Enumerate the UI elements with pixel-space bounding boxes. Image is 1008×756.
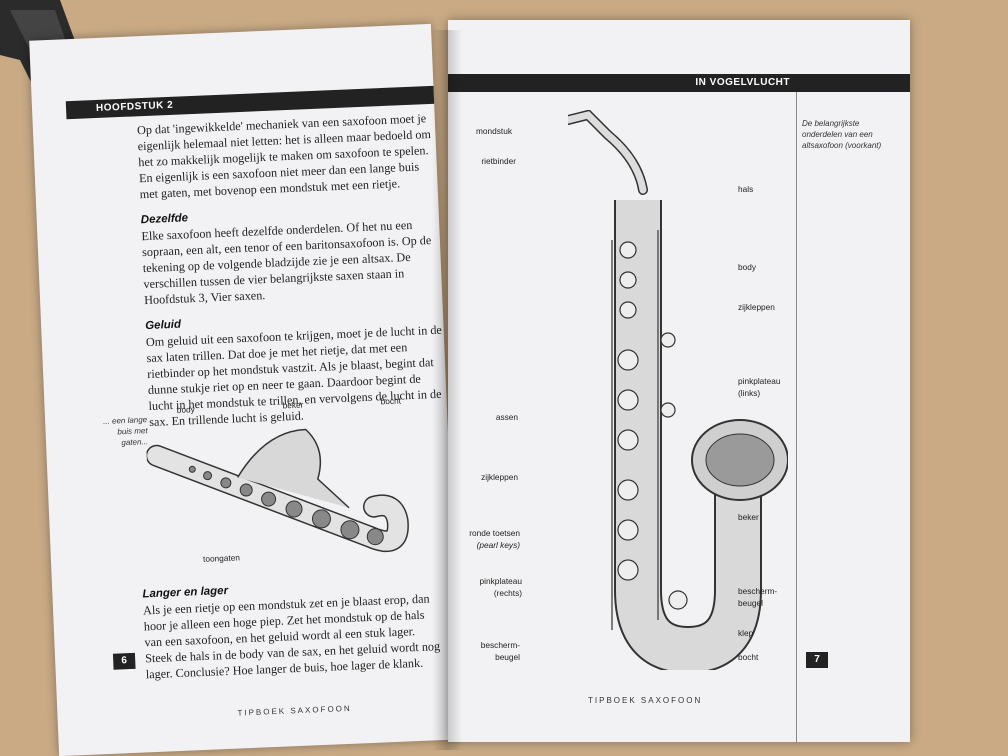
left-body-text: Op dat 'ingewikkelde' mechaniek van een … (137, 110, 448, 430)
page-footer: TIPBOEK SAXOFOON (237, 703, 352, 718)
label-zijkleppen-left: zijkleppen (481, 472, 518, 482)
label-beker: beker (282, 399, 304, 411)
intro-paragraph: Op dat 'ingewikkelde' mechaniek van een … (136, 111, 432, 202)
label-links: (links) (738, 388, 761, 398)
label-pearl-keys: (pearl keys) (476, 540, 520, 550)
label-mondstuk: mondstuk (476, 126, 512, 136)
label-hals: hals (738, 184, 754, 194)
tube-illustration (145, 428, 409, 553)
label-beschermbeugel-right: bescherm- (738, 586, 778, 596)
label-klep: klep (738, 628, 754, 638)
book-gutter (432, 30, 462, 750)
label-body-right: body (738, 262, 756, 272)
label-rietbinder: rietbinder (481, 156, 516, 166)
label-bocht: bocht (380, 395, 402, 407)
right-page: IN VOGELVLUCHT De belangrijkste onderdel… (448, 20, 910, 742)
label-toongaten: toongaten (202, 552, 241, 564)
label-body: body (176, 404, 195, 415)
label-bocht-right: bocht (738, 652, 759, 662)
figure-caption: De belangrijkste onderdelen van een alts… (802, 119, 882, 150)
label-pinkplateau-left: pinkplateau (738, 376, 781, 386)
label-pinkplateau-right: pinkplateau (479, 576, 522, 586)
left-bottom-text: Langer en lager Als je een rietje op een… (142, 564, 446, 682)
label-beugel-left: beugel (495, 652, 520, 662)
page-number: 6 (112, 652, 136, 670)
column-rule (796, 92, 797, 742)
label-beker-right: beker (738, 512, 759, 522)
page-footer: TIPBOEK SAXOFOON (588, 696, 703, 705)
page-number: 7 (806, 652, 828, 668)
section-text: Als je een rietje op een mondstuk zet en… (142, 591, 441, 682)
left-page: HOOFDSTUK 2 Op dat 'ingewikkelde' mechan… (29, 23, 461, 756)
saxophone-illustration (568, 110, 788, 670)
label-assen: assen (495, 412, 518, 422)
label-rechts: (rechts) (493, 588, 522, 598)
label-beugel-right: beugel (738, 598, 763, 608)
section-header: IN VOGELVLUCHT (448, 74, 910, 92)
label-beschermbeugel-left: bescherm- (480, 640, 520, 650)
label-zijkleppen-right: zijkleppen (738, 302, 775, 312)
label-ronde-toetsen: ronde toetsen (469, 528, 520, 538)
section-text: Elke saxofoon heeft dezelfde onderdelen.… (141, 217, 432, 308)
sidenote: ... een lange buis met gaten... (102, 415, 149, 448)
